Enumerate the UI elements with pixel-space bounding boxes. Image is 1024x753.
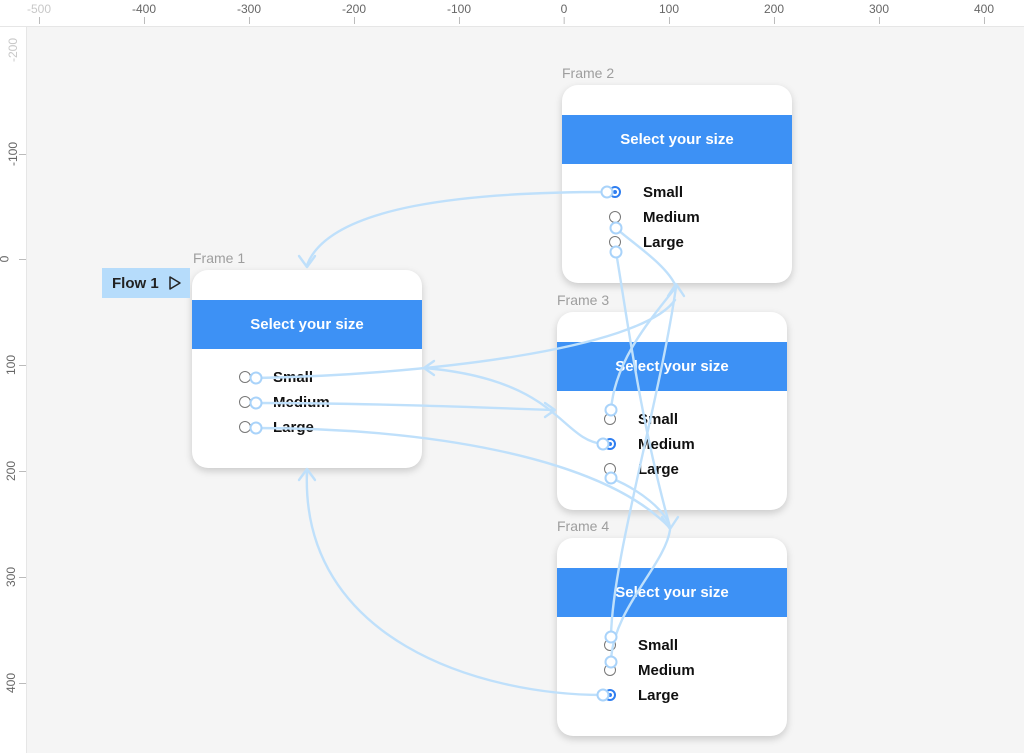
flow-start-badge[interactable]: Flow 1 [102,268,190,298]
ruler-tick: 100 [4,354,19,376]
option-label: Medium [643,208,700,226]
arrowhead-icon [297,254,317,269]
arrowhead-icon [422,359,436,377]
arrowhead-icon [297,467,317,482]
frame-header: Select your size [557,342,787,391]
frame-1[interactable]: Select your size Small Medium Large [192,270,422,468]
option-large[interactable]: Large [604,685,679,705]
option-label: Large [273,418,314,436]
ruler-tick: 400 [973,2,995,24]
option-label: Large [643,233,684,251]
option-label: Large [638,686,679,704]
option-label: Medium [638,435,695,453]
ruler-tick: -200 [6,37,21,63]
frame-label: Frame 2 [562,65,615,81]
option-medium[interactable]: Medium [604,434,695,454]
ruler-tick: -200 [341,2,367,24]
ruler-tick: -400 [131,2,157,24]
option-label: Small [273,368,314,386]
ruler-tick: -500 [26,2,52,24]
radio-button-selected[interactable] [609,186,621,198]
radio-button[interactable] [239,396,251,408]
frame-2[interactable]: Select your size Small Medium Large [562,85,792,283]
ruler-tick: 200 [4,460,19,482]
frame-header: Select your size [557,568,787,617]
vertical-ruler: -200 -100 0 100 200 300 400 [0,0,27,753]
play-icon[interactable] [168,275,182,295]
arrowhead-icon [543,401,557,419]
option-small[interactable]: Small [239,367,313,387]
arrowhead-icon [660,515,680,531]
ruler-tick: 300 [868,2,890,24]
option-label: Medium [273,393,330,411]
ruler-tick: 0 [0,256,11,263]
frame-3[interactable]: Select your size Small Medium Large [557,312,787,510]
ruler-tick: -100 [446,2,472,24]
option-large[interactable]: Large [609,232,684,252]
frame-header: Select your size [562,115,792,164]
option-medium[interactable]: Medium [609,207,700,227]
radio-button[interactable] [604,413,616,425]
radio-button[interactable] [609,236,621,248]
option-large[interactable]: Large [239,417,314,437]
option-medium[interactable]: Medium [239,392,330,412]
radio-button[interactable] [609,211,621,223]
arrowhead-icon [666,282,686,298]
ruler-tick: 300 [4,566,19,588]
option-small[interactable]: Small [604,635,678,655]
option-label: Small [638,410,679,428]
frame-header: Select your size [192,300,422,349]
radio-button[interactable] [239,371,251,383]
option-label: Small [643,183,684,201]
option-label: Large [638,460,679,478]
frame-label: Frame 4 [557,518,610,534]
flow-label: Flow 1 [112,274,159,292]
frame-label: Frame 3 [557,292,610,308]
option-small[interactable]: Small [604,409,678,429]
radio-button-selected[interactable] [604,689,616,701]
radio-button[interactable] [239,421,251,433]
option-small[interactable]: Small [609,182,683,202]
ruler-tick: 200 [763,2,785,24]
option-large[interactable]: Large [604,459,679,479]
option-medium[interactable]: Medium [604,660,695,680]
ruler-tick: -300 [236,2,262,24]
ruler-tick: 0 [560,2,568,24]
option-label: Medium [638,661,695,679]
radio-button[interactable] [604,463,616,475]
radio-button-selected[interactable] [604,438,616,450]
horizontal-ruler: -500 -400 -300 -200 -100 0 100 200 300 4… [0,0,1024,27]
ruler-tick: -100 [6,141,21,167]
radio-button[interactable] [604,664,616,676]
option-label: Small [638,636,679,654]
ruler-tick: 400 [4,672,19,694]
radio-button[interactable] [604,639,616,651]
ruler-tick: 100 [658,2,680,24]
frame-4[interactable]: Select your size Small Medium Large [557,538,787,736]
frame-label: Frame 1 [193,250,246,266]
